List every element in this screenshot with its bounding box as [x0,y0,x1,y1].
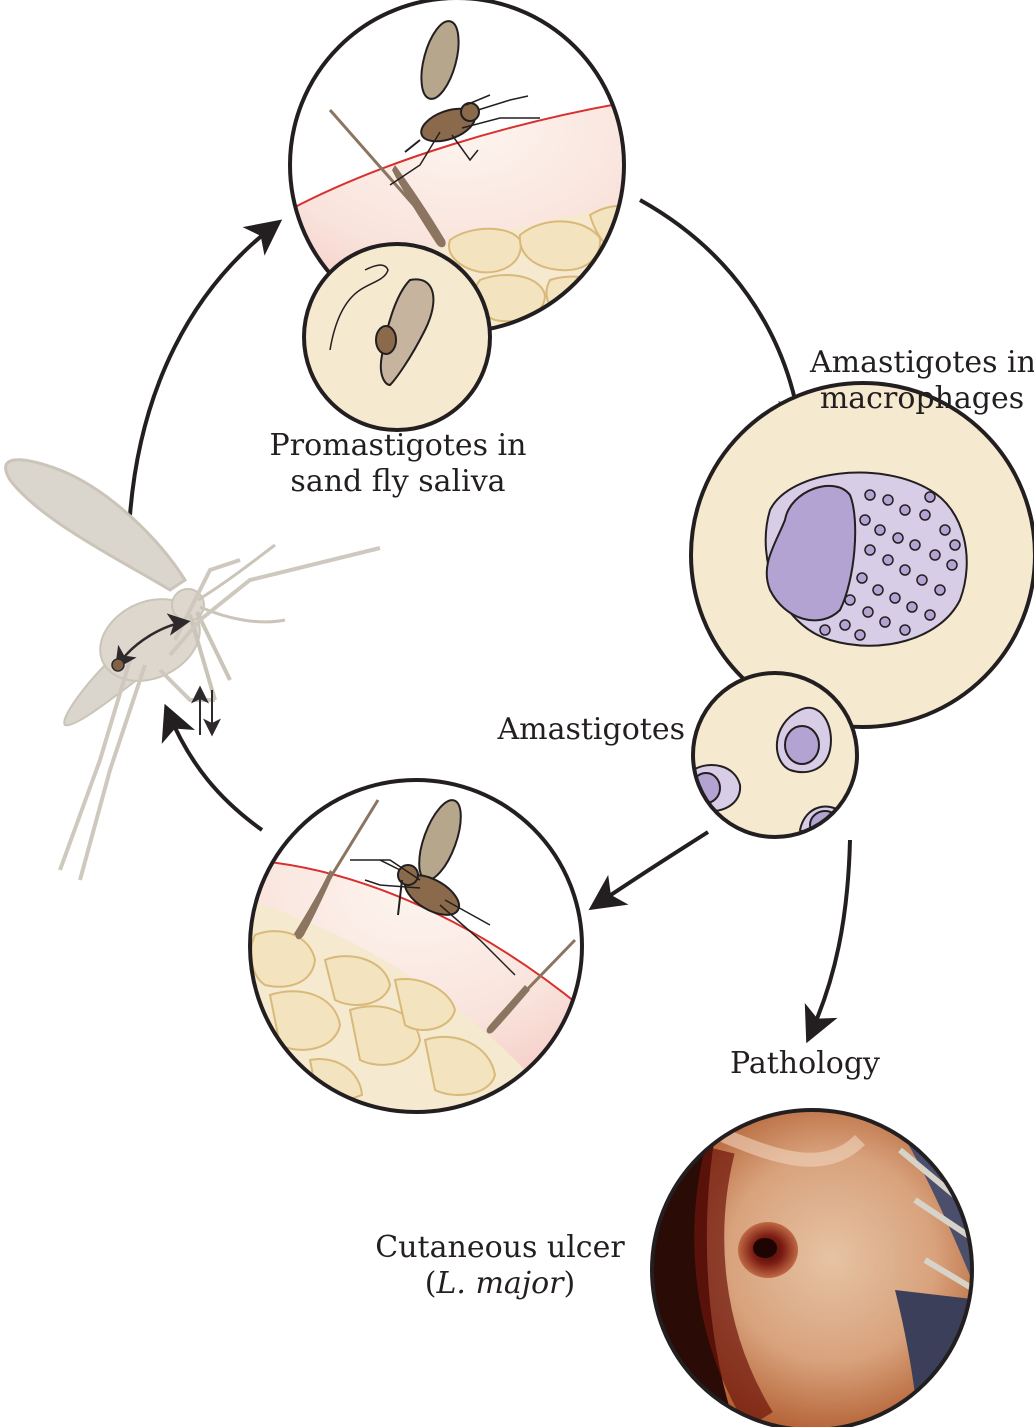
cutaneous-ulcer-line1: Cutaneous ulcer [375,1230,625,1265]
cycle-arrows [128,198,852,1044]
amastigote-inset-circle [691,671,859,839]
arrow-bottom-to-fly [161,703,264,832]
promastigotes-label-line2: sand fly saliva [290,464,506,499]
cutaneous-ulcer-line2: (L. major) [360,1266,640,1302]
sand-fly-small-icon [389,20,540,186]
arrow-to-pathology [804,839,852,1044]
bottom-bite-circle [248,778,584,1114]
arrow-fly-to-top [128,219,283,516]
paren-open: ( [424,1266,437,1301]
amastigotes-macrophages-label: Amastigotes in macrophages [810,345,1034,417]
macrophage-icon [764,471,968,647]
sand-fly-feeding-icon [350,799,516,976]
amastigotes-label: Amastigotes [497,712,685,747]
cutaneous-ulcer-label: Cutaneous ulcer (L. major) [360,1230,640,1302]
promastigotes-label-line1: Promastigotes in [269,428,527,463]
macrophage-circle [689,381,1034,729]
sand-fly-large-icon [4,458,381,881]
arrow-amastigote-to-bottom [588,830,710,911]
amastigotes-macrophages-line2: macrophages [819,381,1025,416]
species-name: L. major [436,1266,564,1301]
arrow-top-to-macrophage [639,198,814,434]
ulcer-photo [650,1108,974,1427]
pathology-label: Pathology [730,1046,880,1081]
paren-close: ) [563,1266,576,1301]
amastigotes-macrophages-line1: Amastigotes in [810,345,1034,380]
promastigotes-label: Promastigotes in sand fly saliva [258,428,538,500]
promastigote-icon [329,264,435,387]
amastigote-dots [819,489,961,641]
promastigote-inset-circle [302,242,492,432]
